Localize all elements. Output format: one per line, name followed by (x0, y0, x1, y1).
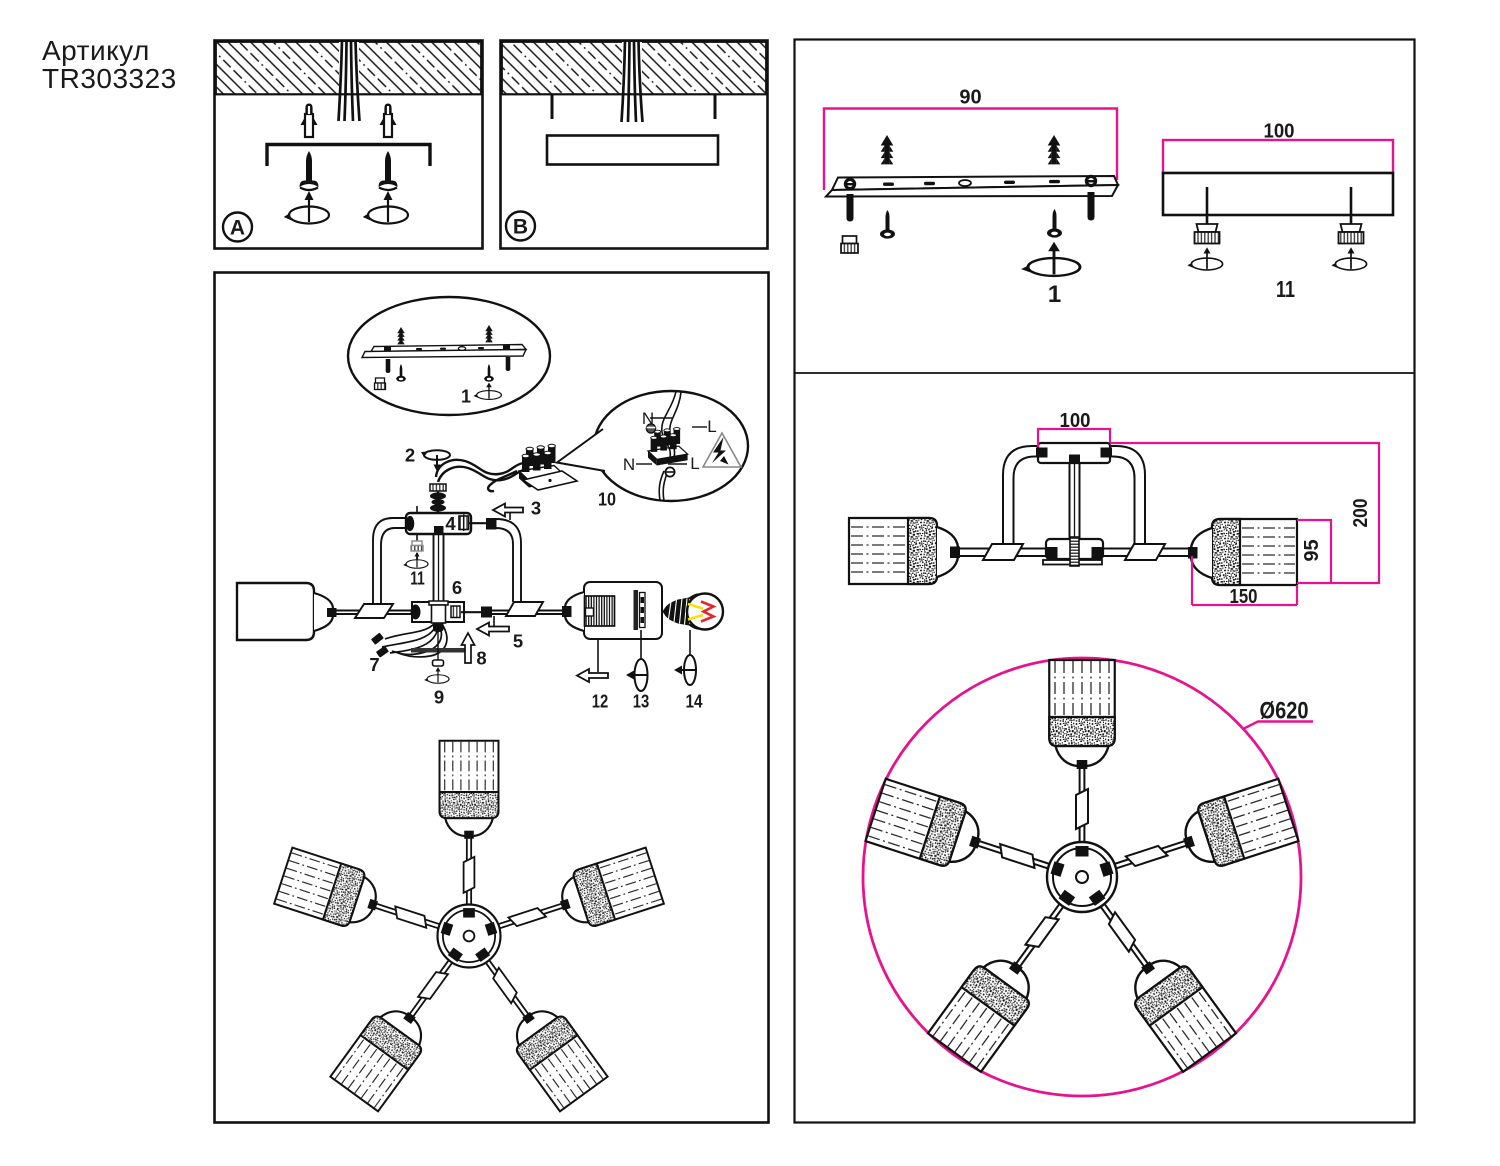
svg-text:7: 7 (369, 654, 379, 675)
svg-text:1: 1 (461, 387, 471, 407)
svg-text:11: 11 (410, 568, 425, 589)
svg-text:N: N (623, 455, 635, 474)
svg-text:13: 13 (633, 691, 650, 712)
svg-text:12: 12 (592, 691, 609, 712)
svg-text:Артикул: Артикул (42, 35, 150, 66)
svg-text:8: 8 (476, 648, 486, 669)
svg-text:10: 10 (598, 489, 616, 510)
svg-text:A: A (230, 217, 245, 240)
svg-text:6: 6 (452, 577, 462, 598)
svg-text:TR303323: TR303323 (42, 63, 177, 94)
svg-text:2: 2 (405, 445, 415, 466)
svg-text:95: 95 (1301, 539, 1323, 561)
svg-text:L: L (690, 454, 699, 473)
svg-text:B: B (513, 216, 528, 239)
svg-text:100: 100 (1264, 121, 1295, 143)
svg-text:9: 9 (434, 687, 444, 708)
svg-text:14: 14 (686, 691, 704, 712)
svg-text:Ø620: Ø620 (1260, 698, 1309, 725)
svg-text:L: L (707, 417, 716, 436)
svg-text:200: 200 (1350, 499, 1372, 528)
svg-text:4: 4 (445, 513, 456, 534)
svg-text:1: 1 (1048, 281, 1061, 308)
svg-text:5: 5 (513, 631, 523, 652)
svg-text:3: 3 (531, 498, 541, 519)
svg-text:100: 100 (1060, 410, 1091, 432)
svg-text:11: 11 (1276, 276, 1295, 302)
svg-text:150: 150 (1230, 586, 1258, 608)
svg-text:90: 90 (959, 87, 981, 109)
